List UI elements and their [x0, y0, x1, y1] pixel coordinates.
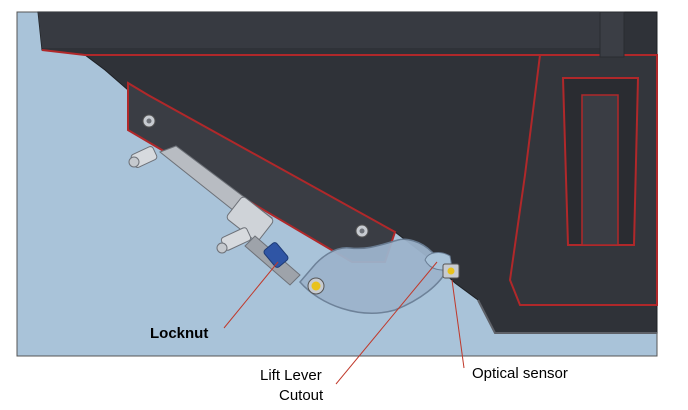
housing-top-post [599, 11, 625, 58]
lever-pivot [307, 277, 325, 295]
lift-lever [299, 238, 449, 314]
plate-bolt-upper [142, 114, 156, 128]
lift-lever-label-line2: Cutout [279, 387, 324, 404]
grease-fitting-upper [128, 146, 158, 168]
housing-bottom-edge [477, 299, 657, 334]
plate-bolt-lower [355, 224, 369, 238]
housing-slot-inner [581, 94, 619, 246]
grease-fitting-lower [216, 227, 252, 254]
lift-lever-leader-line [335, 261, 438, 385]
locknut [263, 242, 289, 268]
optical-sensor-leader-line [451, 279, 465, 369]
housing-top-band [38, 12, 600, 48]
optical-sensor [442, 263, 460, 279]
housing-top-edge [41, 49, 540, 56]
locknut-leader-line [223, 261, 279, 329]
lift-lever-label-line1: Lift Lever [260, 367, 322, 384]
optical-sensor-label: Optical sensor [472, 365, 568, 382]
locknut-label: Locknut [150, 325, 208, 342]
